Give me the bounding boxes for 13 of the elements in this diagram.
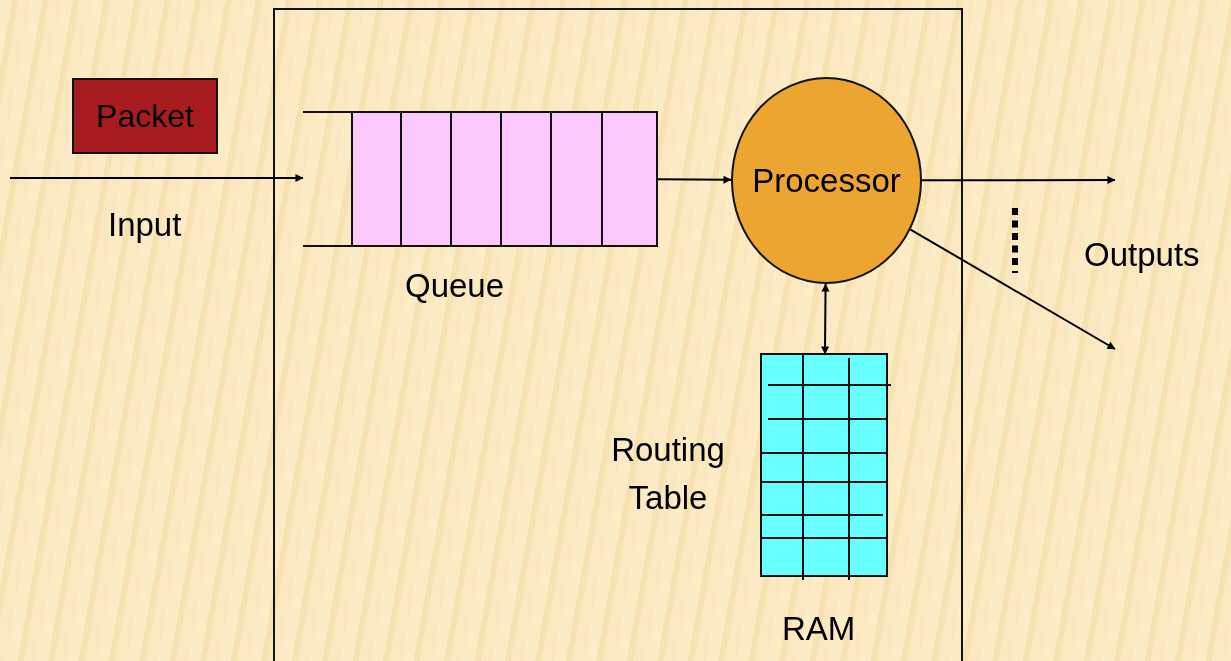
arrow bbox=[656, 175, 732, 184]
arrow bbox=[921, 176, 1116, 184]
ram-label: RAM bbox=[782, 609, 856, 649]
queue-label: Queue bbox=[405, 266, 505, 306]
routing-table-label: Routing Table bbox=[610, 430, 726, 518]
processor-circle: Processor bbox=[731, 77, 922, 284]
outputs-label: Outputs bbox=[1084, 235, 1200, 275]
arrow bbox=[821, 283, 830, 355]
edge-label: Input bbox=[108, 205, 182, 245]
arrow bbox=[9, 174, 304, 182]
router-box bbox=[273, 8, 963, 661]
packet-box: Packet bbox=[72, 78, 218, 154]
arrow bbox=[909, 228, 1116, 350]
